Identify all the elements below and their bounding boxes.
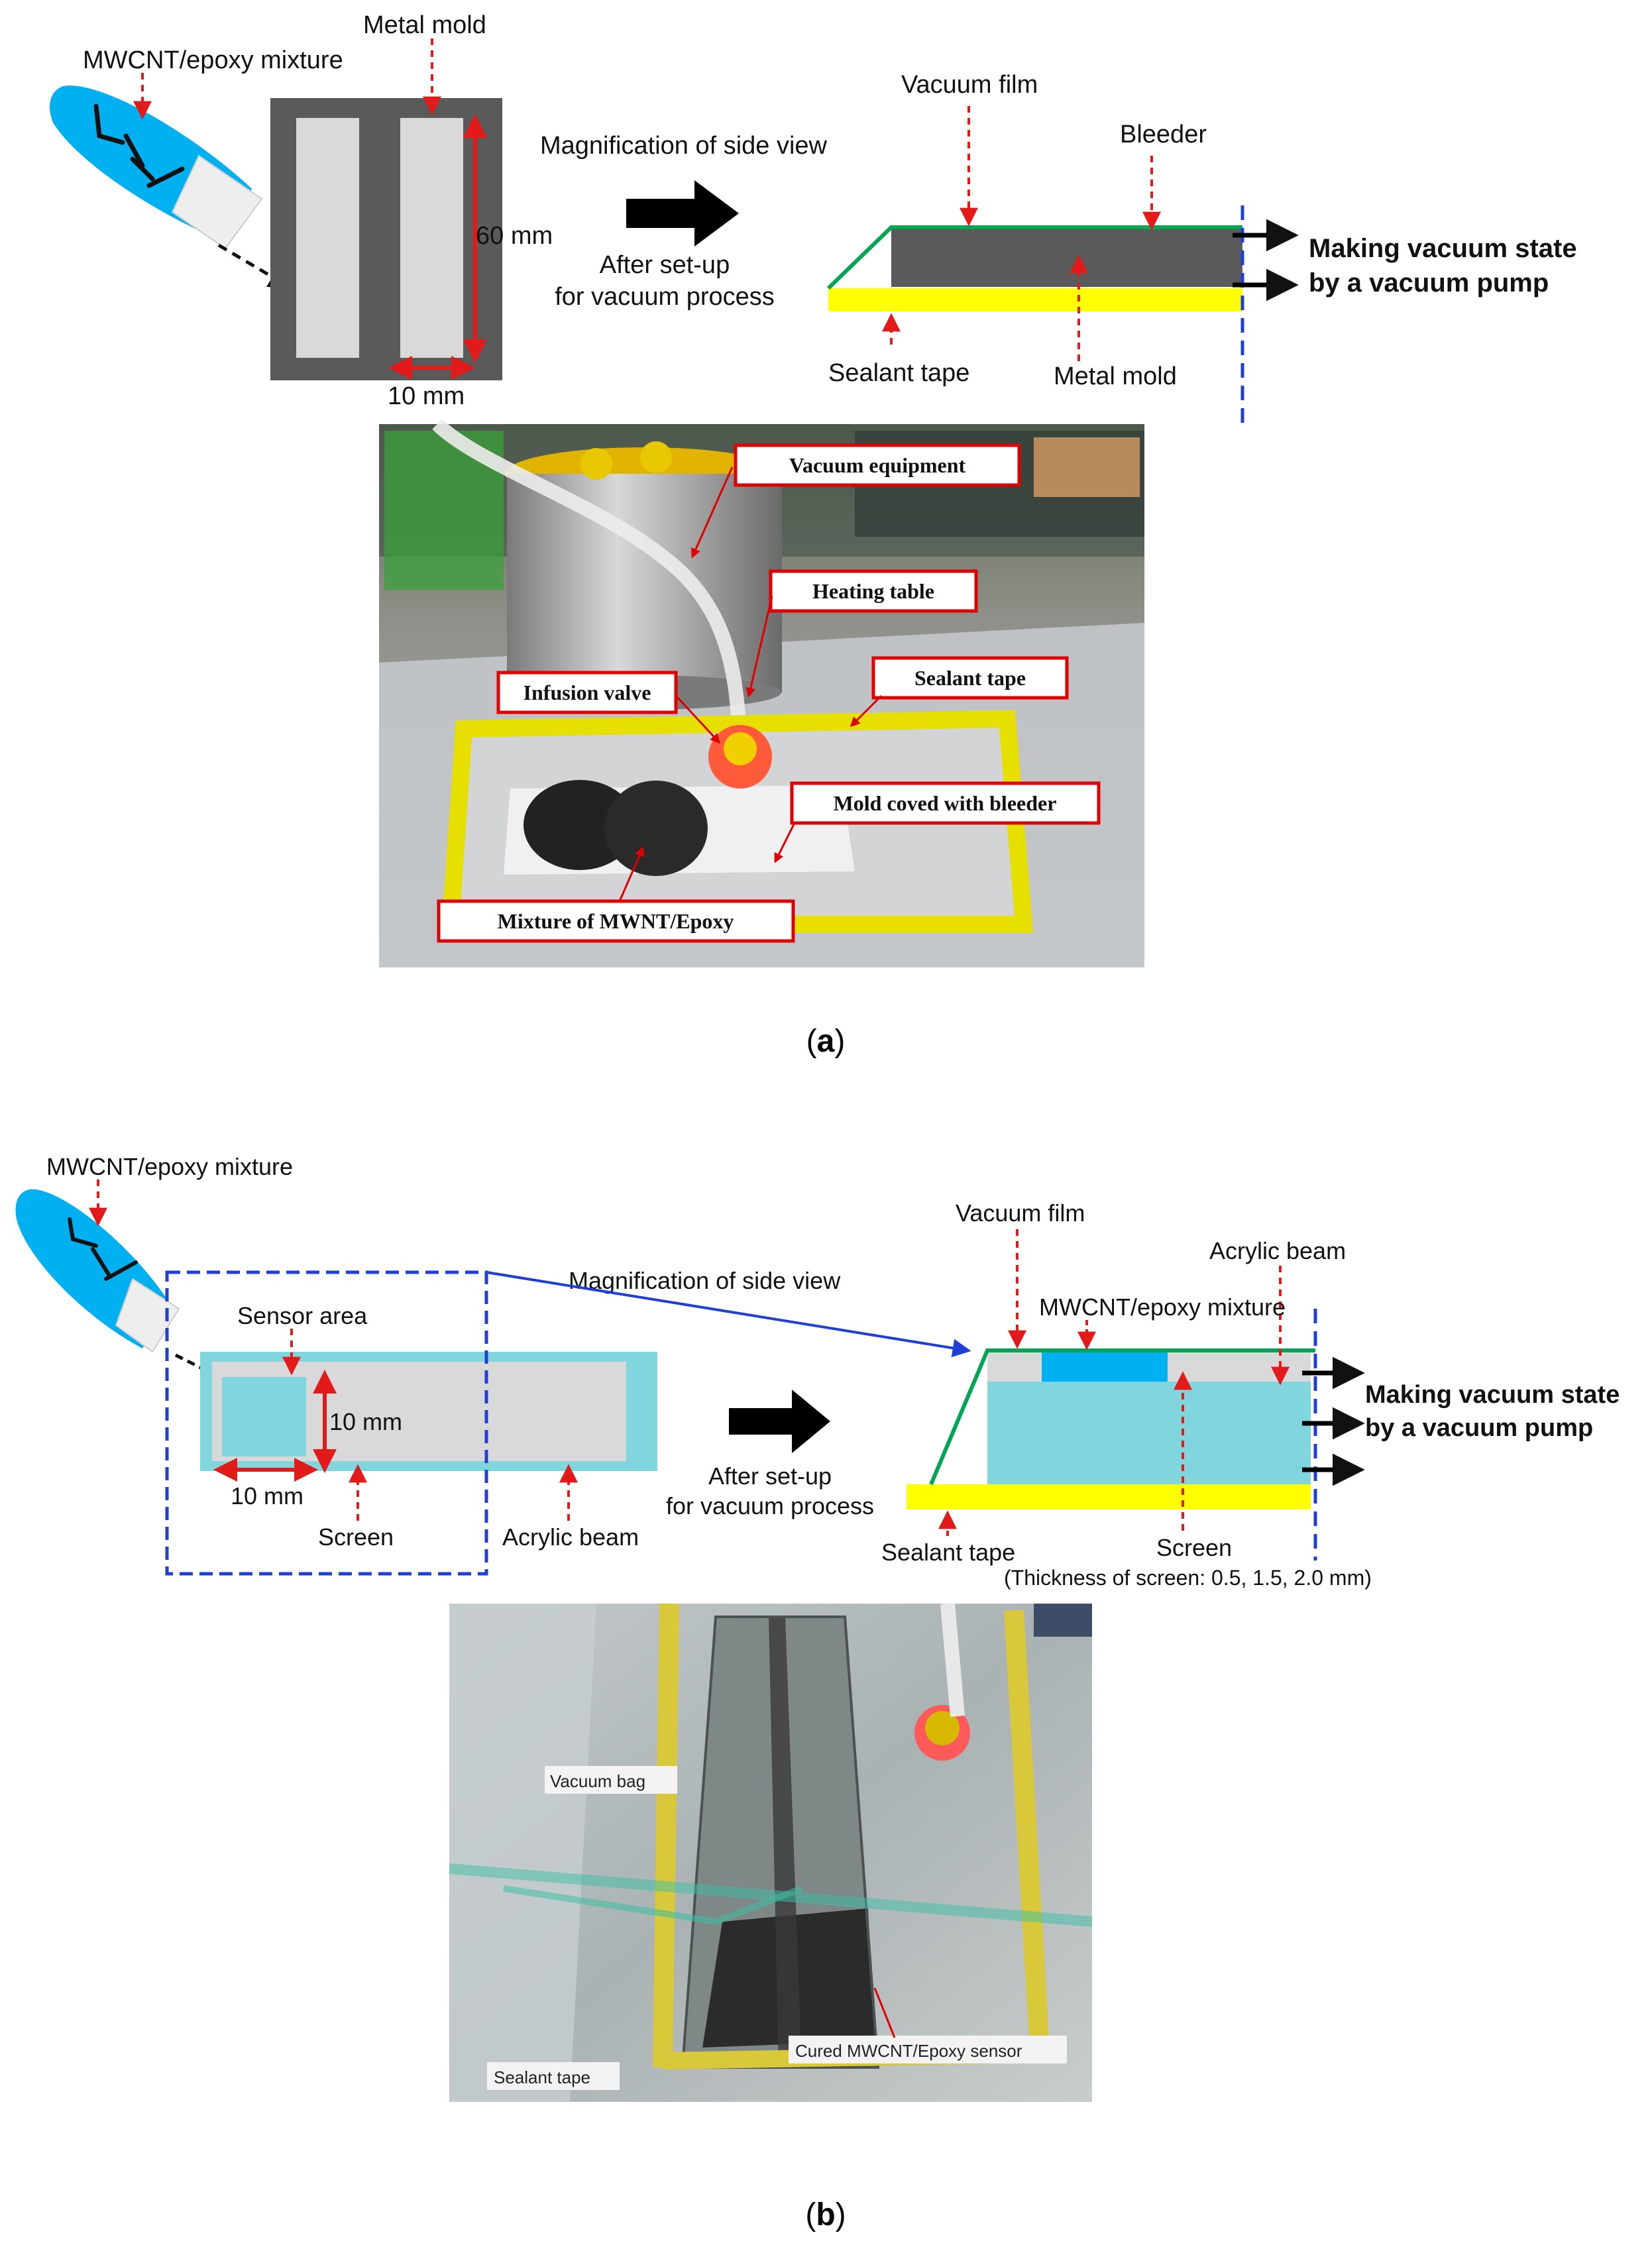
screen-label: Screen	[318, 1523, 394, 1551]
side-mixture-label: MWCNT/epoxy mixture	[1039, 1293, 1286, 1321]
vacuum-film-label: Vacuum film	[901, 71, 1038, 99]
side-metal-mold-label: Metal mold	[1054, 362, 1177, 390]
panel-b: MWCNT/epoxy mixture Sensor area 10 mm 10…	[15, 1153, 1620, 2232]
callout-vacuum-equipment: Vacuum equipment	[691, 443, 1021, 559]
photo-vacuum-bag-label: Vacuum bag	[550, 1771, 645, 1791]
height-dim-label: 60 mm	[476, 222, 553, 250]
mixture-label-b: MWCNT/epoxy mixture	[46, 1153, 293, 1180]
side-mixture	[1042, 1352, 1168, 1382]
photo-b-label-bg-1	[545, 1766, 677, 1794]
metal-mold-label: Metal mold	[363, 11, 486, 39]
caption-a: (a)	[806, 1024, 846, 1059]
callout-infusion-valve: Infusion valve	[496, 671, 721, 744]
making-vacuum-line2: by a vacuum pump	[1309, 268, 1549, 298]
photo-sealant-tape-label: Sealant tape	[494, 2067, 590, 2087]
sensor-area-box	[222, 1377, 306, 1456]
vacuum-film-line	[826, 225, 1242, 290]
width-dim-label: 10 mm	[388, 382, 465, 410]
magnification-label: Magnification of side view	[540, 132, 828, 160]
side-acrylic-beam	[987, 1382, 1311, 1484]
process-arrow-b	[729, 1390, 830, 1453]
sealant-tape-label-b: Sealant tape	[881, 1539, 1015, 1566]
mold-cavity-1	[296, 118, 359, 358]
cured-sensor-pointer	[873, 1987, 896, 2038]
acrylic-beam-label-side: Acrylic beam	[1209, 1237, 1346, 1264]
thickness-note: (Thickness of screen: 0.5, 1.5, 2.0 mm)	[1004, 1566, 1372, 1590]
process-arrow	[626, 180, 739, 247]
after-setup-line2: for vacuum process	[555, 283, 775, 311]
callout-mixture-text: Mixture of MWNT/Epoxy	[498, 909, 734, 933]
photo-b: Vacuum bag Sealant tape Cured MWCNT/Epox…	[449, 1603, 1093, 2102]
mixture-bag-icon-b	[15, 1189, 180, 1353]
caption-b: (b)	[805, 2197, 846, 2232]
mixture-label: MWCNT/epoxy mixture	[83, 46, 343, 74]
after-setup-b-line2: for vacuum process	[666, 1492, 874, 1519]
callout-heating-table-text: Heating table	[812, 579, 934, 603]
making-vacuum-line1: Making vacuum state	[1309, 234, 1577, 263]
making-vacuum-b-line1: Making vacuum state	[1365, 1381, 1620, 1409]
callout-vacuum-equipment-text: Vacuum equipment	[789, 453, 966, 477]
callout-mold-bleeder: Mold coved with bleeder	[774, 781, 1101, 863]
sealant-tape-strip	[828, 288, 1242, 311]
sensor-width-label: 10 mm	[231, 1482, 303, 1509]
mixture-bag-icon	[50, 85, 263, 250]
sealant-tape-strip-b	[907, 1484, 1311, 1509]
callout-sealant-tape-text: Sealant tape	[914, 666, 1026, 690]
acrylic-beam-label: Acrylic beam	[502, 1523, 639, 1551]
after-setup-line1: After set-up	[600, 251, 730, 279]
sensor-area-label: Sensor area	[237, 1302, 368, 1329]
photo-b-label-bg-3	[789, 2036, 1067, 2063]
vacuum-film-line-b	[929, 1348, 1315, 1486]
callout-infusion-valve-text: Infusion valve	[523, 681, 651, 704]
callout-mixture: Mixture of MWNT/Epoxy	[437, 846, 795, 943]
zoom-region-box	[165, 1270, 488, 1576]
vacuum-film-label-b: Vacuum film	[956, 1199, 1085, 1227]
after-setup-b-line1: After set-up	[708, 1462, 832, 1490]
sealant-tape-label: Sealant tape	[828, 359, 969, 387]
magnification-label-b: Magnification of side view	[569, 1267, 841, 1294]
photo-cured-sensor-label: Cured MWCNT/Epoxy sensor	[795, 2041, 1022, 2061]
side-screen-label: Screen	[1156, 1534, 1232, 1561]
magnification-line	[486, 1271, 971, 1358]
making-vacuum-b-line2: by a vacuum pump	[1365, 1414, 1593, 1442]
callout-heating-table: Heating table	[745, 569, 978, 698]
callout-mold-bleeder-text: Mold coved with bleeder	[834, 791, 1057, 815]
sensor-height-label: 10 mm	[329, 1408, 402, 1435]
panel-a: MWCNT/epoxy mixture Metal mold 60 mm 10 …	[50, 11, 1577, 1059]
callout-sealant-tape: Sealant tape	[850, 656, 1069, 728]
side-metal-mold	[891, 229, 1242, 287]
bleeder-label: Bleeder	[1120, 121, 1207, 148]
mold-cavity-2	[400, 118, 463, 358]
photo-b-label-bg-2	[487, 2062, 620, 2090]
